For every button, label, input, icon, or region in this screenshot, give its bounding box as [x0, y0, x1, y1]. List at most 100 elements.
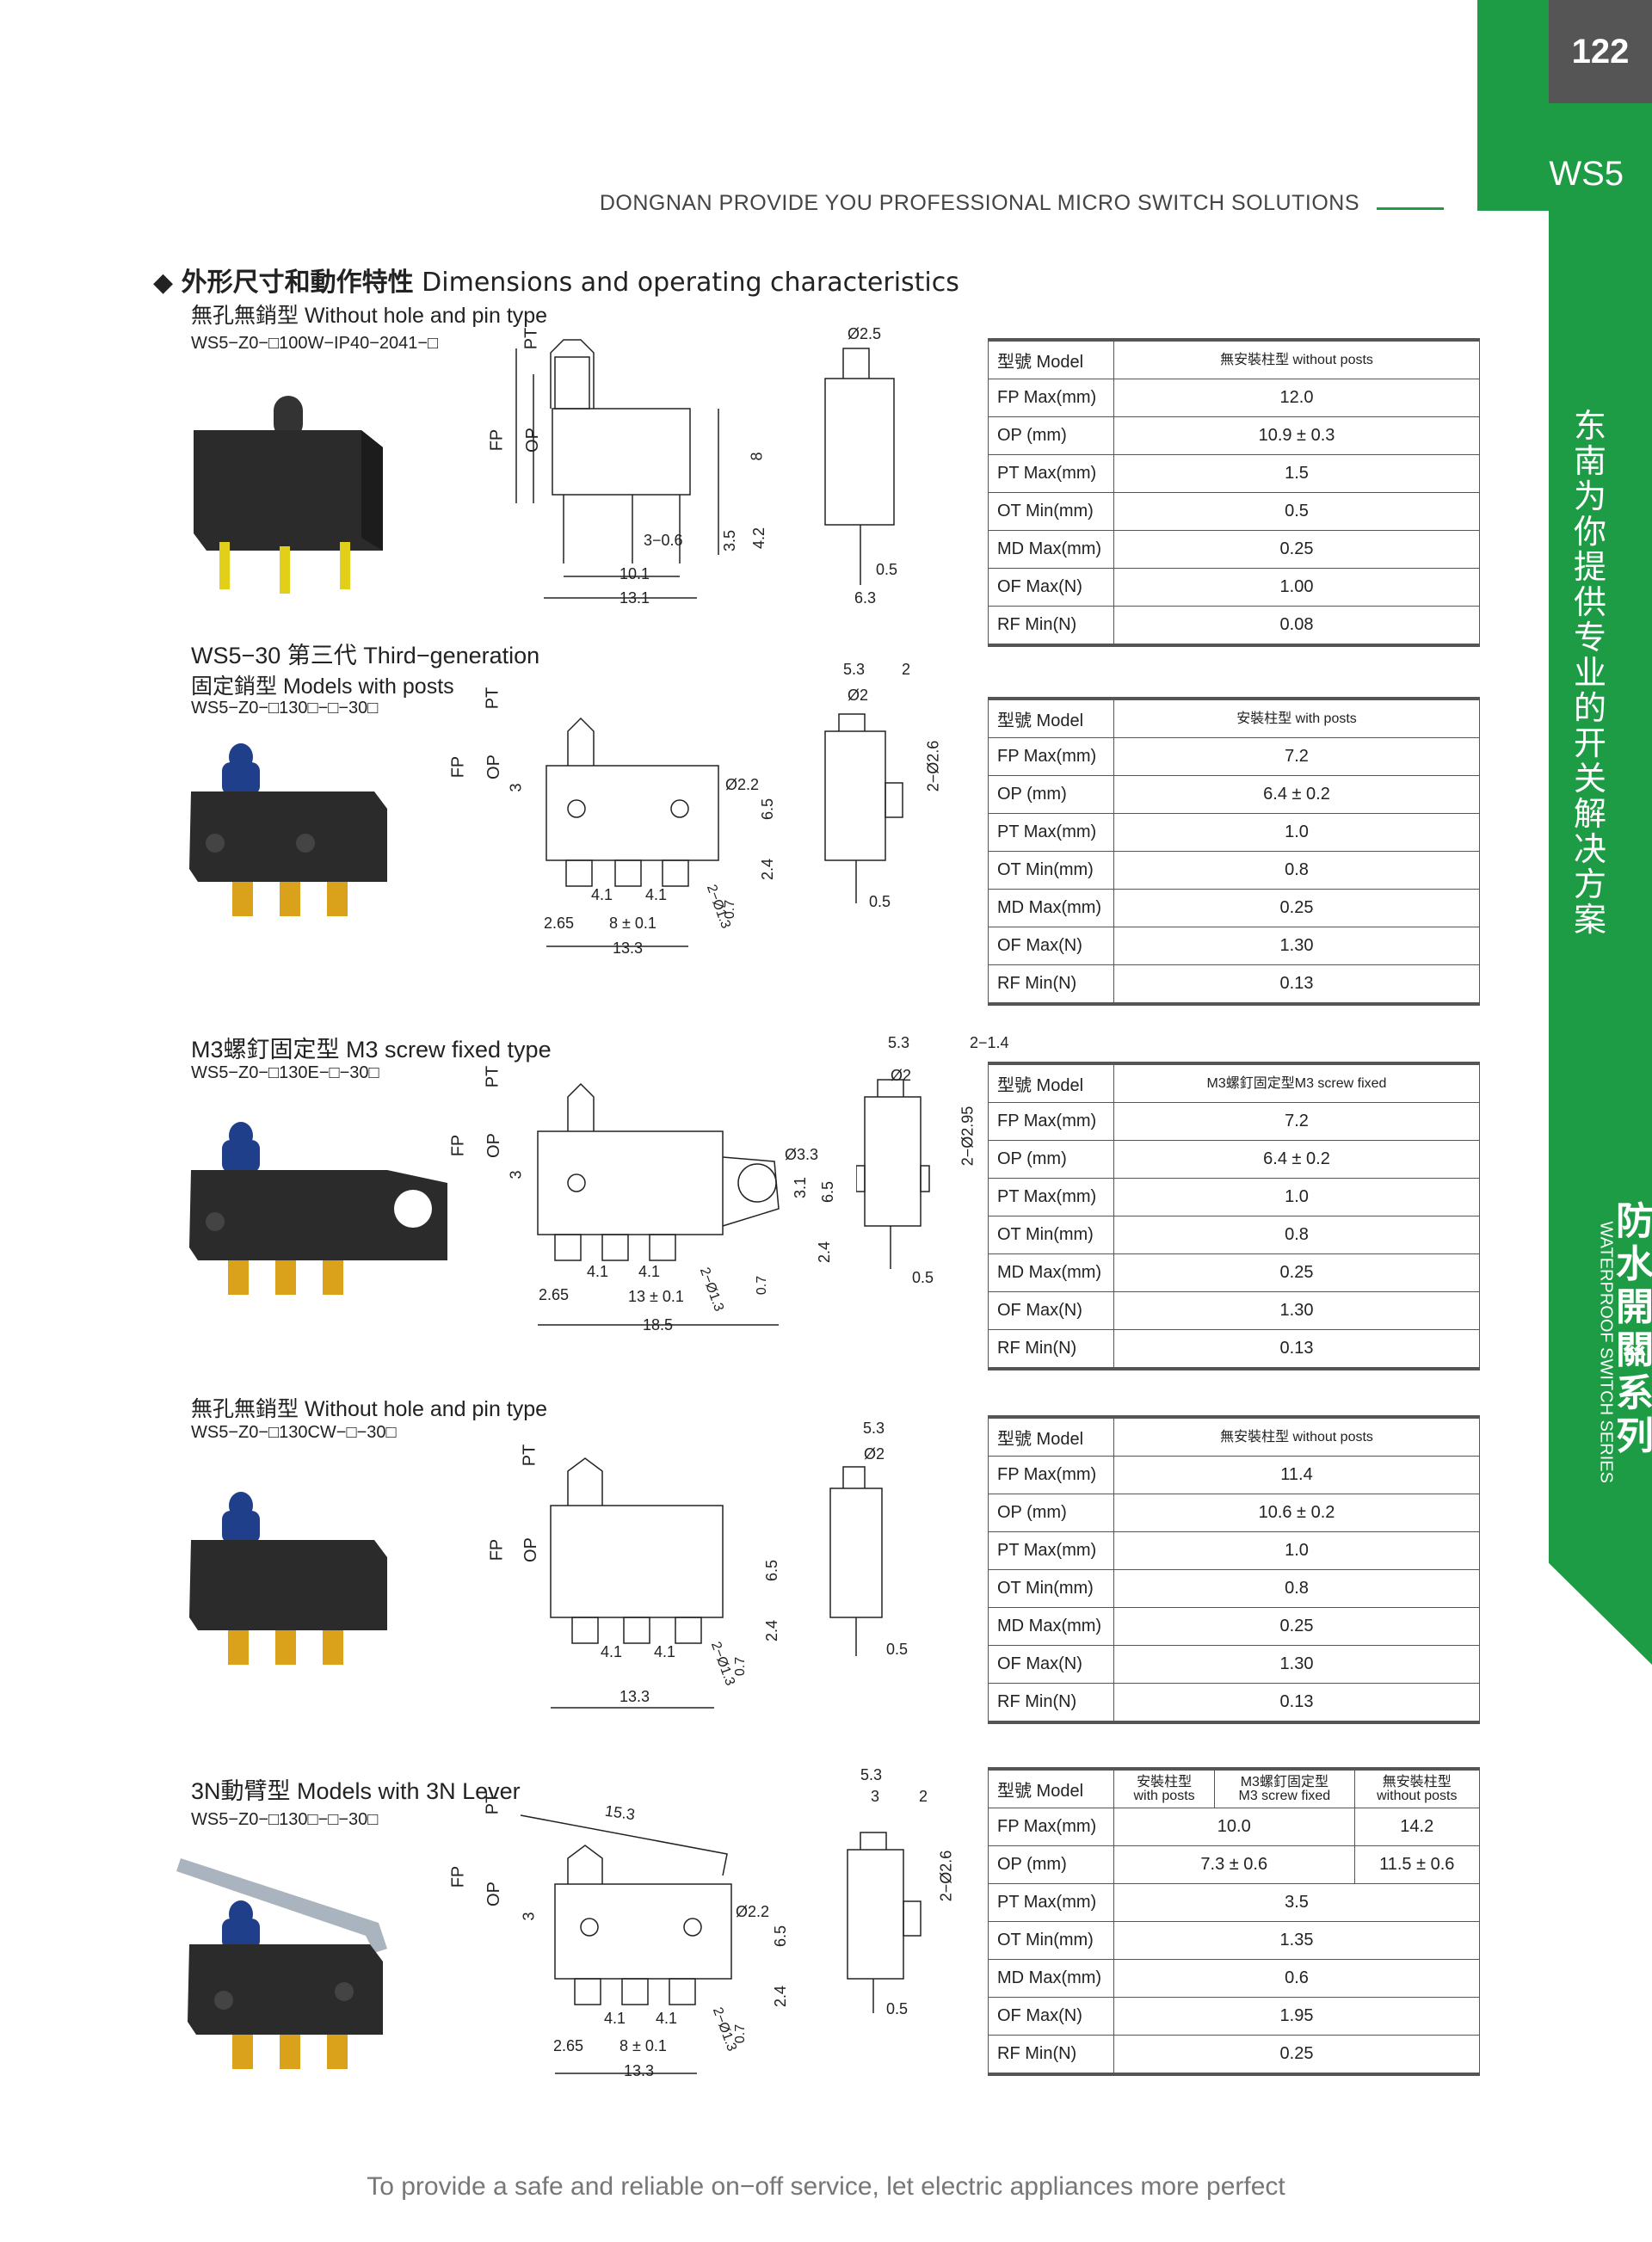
row-label: PT Max(mm) [988, 1178, 1114, 1216]
d3-13: 13 ± 0.1 [628, 1288, 684, 1305]
row-label: OF Max(N) [988, 1645, 1114, 1684]
block4-subheading: 無孔無銷型 Without hole and pin type [191, 1397, 548, 1421]
d1-fp: FP [487, 428, 507, 452]
d5-dia22: Ø2.2 [736, 1903, 770, 1920]
d1-42: 4.2 [750, 527, 768, 550]
d2-133: 13.3 [613, 939, 644, 957]
block2-model-code: WS5−Z0−□130□−□−30□ [191, 699, 379, 718]
row-label: RF Min(N) [988, 2035, 1114, 2075]
row-value: 10.9 ± 0.3 [1113, 416, 1480, 455]
row-value: 0.5 [1113, 492, 1480, 531]
drawing-1-front [515, 339, 719, 599]
drawing-3-front [537, 1082, 780, 1326]
row-label: OP (mm) [988, 416, 1114, 455]
row-value: 0.6 [1113, 1959, 1480, 1998]
d2-41b: 4.1 [645, 886, 668, 903]
d4-133: 13.3 [620, 1688, 650, 1705]
d2-fp: FP [448, 755, 468, 779]
row-label: OP (mm) [988, 1845, 1114, 1884]
row-value: 1.0 [1113, 813, 1480, 852]
row-label: PT Max(mm) [988, 454, 1114, 493]
d5-8: 8 ± 0.1 [620, 2037, 667, 2054]
block4-model-code: WS5−Z0−□130CW−□−30□ [191, 1423, 397, 1442]
d5-65: 6.5 [772, 1925, 790, 1948]
d5-3b: 3 [871, 1788, 880, 1805]
row-value: 1.0 [1113, 1531, 1480, 1570]
d1-pt: PT [521, 327, 541, 350]
side-strip [1549, 211, 1652, 1665]
d2-65: 6.5 [759, 798, 777, 821]
d5-41a: 4.1 [604, 2010, 626, 2027]
row-value: 1.30 [1113, 927, 1480, 965]
d4-07: 0.7 [733, 1656, 749, 1677]
table-header-type: 無安裝柱型 without posts [1113, 339, 1480, 379]
row-value: 0.25 [1113, 1607, 1480, 1646]
d5-05: 0.5 [886, 2000, 909, 2017]
table-header-model: 型號 Model [988, 339, 1114, 379]
d1-05: 0.5 [876, 561, 898, 578]
row-value: 0.8 [1113, 1216, 1480, 1254]
d1-8: 8 [748, 452, 766, 461]
d5-24: 2.4 [772, 1985, 790, 2008]
row-value: 6.4 ± 0.2 [1113, 1140, 1480, 1179]
d5-3: 3 [520, 1912, 538, 1921]
table-header-type: M3螺釘固定型M3 screw fixed [1113, 1062, 1480, 1103]
row-label: OP (mm) [988, 775, 1114, 814]
d2-8: 8 ± 0.1 [609, 915, 656, 932]
d1-op: OP [522, 428, 542, 453]
row-label: OT Min(mm) [988, 492, 1114, 531]
row-label: RF Min(N) [988, 1329, 1114, 1370]
row-label: OF Max(N) [988, 1997, 1114, 2036]
side-series-en: WATERPROOF SWITCH SERIES [1596, 1222, 1616, 1483]
d3-41b: 4.1 [638, 1263, 661, 1280]
d2-pt: PT [483, 687, 502, 710]
row-label: FP Max(mm) [988, 737, 1114, 776]
row-value: 0.25 [1113, 889, 1480, 927]
row-label: OT Min(mm) [988, 1216, 1114, 1254]
d4-dia2: Ø2 [864, 1445, 885, 1463]
block2-subheading: 固定銷型 Models with posts [191, 674, 454, 699]
table-header-model: 型號 Model [988, 1062, 1114, 1103]
side-series-cn: 防水開關系列 [1616, 1199, 1652, 1458]
row-label: FP Max(mm) [988, 379, 1114, 417]
d2-07: 0.7 [723, 899, 738, 920]
page-number: 122 [1549, 0, 1652, 103]
d2-dia2: Ø2 [848, 687, 869, 704]
row-label: OT Min(mm) [988, 1921, 1114, 1960]
table-header-type: 安裝柱型 with posts [1113, 698, 1480, 738]
header-slogan: DONGNAN PROVIDE YOU PROFESSIONAL MICRO S… [599, 191, 1359, 215]
row-label: MD Max(mm) [988, 530, 1114, 569]
d1-3-06: 3−0.6 [644, 532, 683, 549]
d5-dia26: 2−Ø2.6 [937, 1850, 955, 1902]
table-header-model: 型號 Model [988, 1416, 1114, 1457]
d5-41b: 4.1 [656, 2010, 678, 2027]
row-value: 0.25 [1113, 530, 1480, 569]
row-value: 0.08 [1113, 606, 1480, 646]
block2-heading: WS5−30 第三代 Third−generation [191, 643, 540, 668]
drawing-5-side [847, 1832, 922, 2013]
series-code: WS5 [1549, 155, 1624, 193]
d2-53: 5.3 [843, 661, 866, 678]
row-value: 1.5 [1113, 454, 1480, 493]
d5-2: 2 [919, 1788, 928, 1805]
d3-41a: 4.1 [587, 1263, 609, 1280]
d2-24: 2.4 [759, 858, 777, 881]
d3-07: 0.7 [755, 1275, 770, 1296]
row-label: PT Max(mm) [988, 813, 1114, 852]
row-label: MD Max(mm) [988, 1253, 1114, 1292]
row-label: FP Max(mm) [988, 1102, 1114, 1141]
row-value: 1.00 [1113, 568, 1480, 607]
d4-05: 0.5 [886, 1641, 909, 1658]
d1-35: 3.5 [721, 529, 739, 552]
row-value: 0.13 [1113, 1329, 1480, 1370]
d5-53: 5.3 [860, 1766, 883, 1783]
d3-3: 3 [507, 1170, 525, 1180]
row-label: MD Max(mm) [988, 1607, 1114, 1646]
row-value: 7.2 [1113, 737, 1480, 776]
row-value: 10.0 [1113, 1808, 1355, 1846]
